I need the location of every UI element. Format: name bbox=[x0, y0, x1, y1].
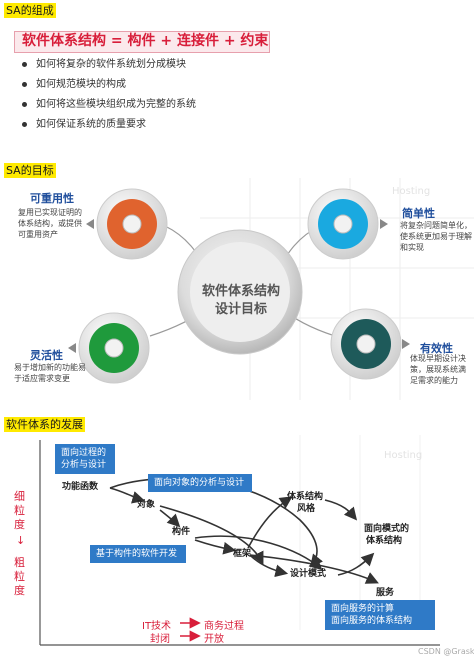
side-fine-2: 粒 bbox=[14, 504, 25, 517]
watermark-text: Hosting bbox=[392, 186, 431, 197]
center-title-line2: 设计目标 bbox=[214, 302, 267, 317]
list-item: 如何将这些模块组织成为完整的系统 bbox=[22, 98, 196, 118]
formula-banner bbox=[14, 31, 270, 53]
section-tag-goals: SA的目标 bbox=[4, 163, 56, 178]
list-item: 如何保证系统的质量要求 bbox=[22, 118, 196, 138]
center-title-line1: 软件体系结构 bbox=[201, 284, 280, 299]
effectiveness-desc: 体现早期设计决策，展现系统满足需求的能力 bbox=[410, 354, 466, 385]
side-arrow: ↓ bbox=[16, 534, 26, 547]
closed-label: 封闭 bbox=[150, 634, 170, 645]
watermark-text: Hosting bbox=[384, 450, 423, 461]
node-obj: 对象 bbox=[137, 500, 156, 510]
node-arch-line2: 风格 bbox=[297, 504, 316, 514]
procedural-box: 面向过程的 分析与设计 bbox=[55, 444, 115, 474]
side-coarse-1: 粗 bbox=[14, 556, 25, 569]
evolution-diagram bbox=[39, 435, 440, 646]
node-comp: 构件 bbox=[172, 527, 191, 537]
procedural-line1: 面向过程的 bbox=[61, 448, 107, 458]
list-item: 如何将复杂的软件系统划分成模块 bbox=[22, 58, 196, 78]
node-frame: 框架 bbox=[233, 549, 252, 559]
service-box: 面向服务的计算 面向服务的体系结构 bbox=[325, 600, 435, 630]
component-box: 基于构件的软件开发 bbox=[90, 545, 186, 563]
node-service: 服务 bbox=[376, 588, 395, 598]
flexibility-desc: 易于增加新的功能易于适应需求变更 bbox=[14, 363, 86, 383]
side-fine-1: 细 bbox=[14, 490, 25, 503]
composition-list: 如何将复杂的软件系统划分成模块 如何规范模块的构成 如何将这些模块组织成为完整的… bbox=[22, 58, 196, 138]
biz-process-label: 商务过程 bbox=[204, 621, 244, 632]
flexibility-title: 灵活性 bbox=[30, 349, 63, 362]
section-tag-evolution: 软件体系的发展 bbox=[4, 417, 85, 432]
goals-diagram bbox=[68, 178, 474, 400]
side-coarse-2: 粒 bbox=[14, 570, 25, 583]
object-box: 面向对象的分析与设计 bbox=[148, 474, 252, 492]
side-coarse-3: 度 bbox=[14, 584, 25, 597]
reusability-desc: 复用已实现证明的体系结构，或提供可重用资产 bbox=[18, 208, 82, 239]
effectiveness-title: 有效性 bbox=[420, 342, 453, 355]
node-pattern: 设计模式 bbox=[290, 569, 327, 579]
node-mpattern-line2: 体系结构 bbox=[366, 536, 403, 546]
simplicity-desc: 将复杂问题简单化，使系统更加易于理解和实现 bbox=[400, 221, 472, 252]
section-tag-composition: SA的组成 bbox=[4, 3, 56, 18]
reusability-title: 可重用性 bbox=[30, 192, 74, 205]
procedural-line2: 分析与设计 bbox=[61, 460, 107, 470]
node-arch-line1: 体系结构 bbox=[287, 492, 324, 502]
it-tech-label: IT技术 bbox=[142, 621, 172, 632]
formula-text: 软件体系结构 = 构件 + 连接件 + 约束 bbox=[22, 33, 269, 49]
open-label: 开放 bbox=[204, 634, 224, 645]
credit-text: CSDN @Graski bbox=[418, 647, 474, 656]
service-line1: 面向服务的计算 bbox=[331, 604, 395, 614]
node-mpattern-line1: 面向模式的 bbox=[364, 524, 410, 534]
node-func: 功能函数 bbox=[62, 482, 99, 492]
simplicity-title: 简单性 bbox=[402, 207, 435, 220]
service-line2: 面向服务的体系结构 bbox=[331, 616, 413, 626]
side-fine-3: 度 bbox=[14, 518, 25, 531]
list-item: 如何规范模块的构成 bbox=[22, 78, 196, 98]
